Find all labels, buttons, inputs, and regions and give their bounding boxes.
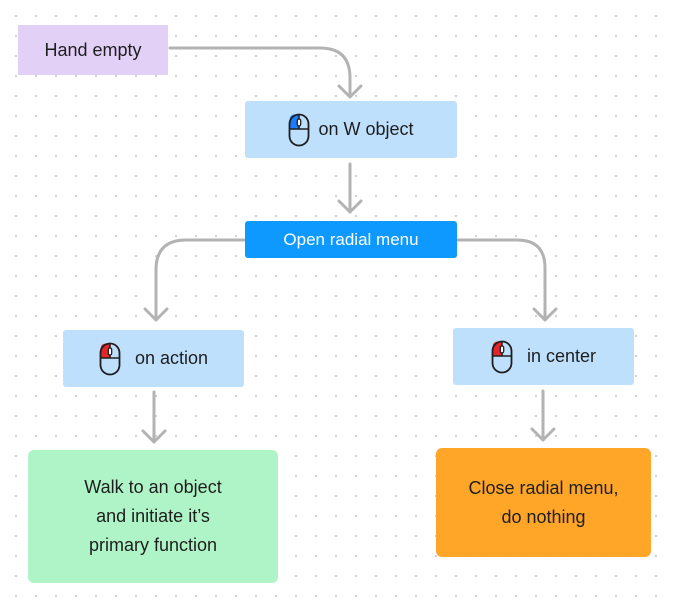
node-text: Close radial menu, do nothing [468,477,619,527]
walk-to-object-node: Walk to an object and initiate it’s prim… [28,450,278,583]
node-label: in center [526,346,597,367]
node-label: Hand empty [44,39,142,60]
arrowhead [141,429,167,444]
edge-open-radial-menu-to-in-center [456,238,547,322]
node-label: on W object [318,119,414,140]
mouse-left-click-icon [99,342,121,375]
node-label: Open radial menu [283,229,419,249]
open-radial-menu-node: Open radial menu [245,221,457,258]
node-label: on action [134,348,209,369]
on-action-node: on action [63,330,244,387]
edge-hand-empty-to-on-w-object [168,46,352,98]
arrowhead [530,427,556,442]
arrowhead [337,84,363,99]
in-center-node: in center [453,328,634,385]
edge-open-radial-menu-to-on-action [154,238,246,322]
mouse-left-click-icon [289,113,310,146]
hand-empty-node: Hand empty [18,25,168,75]
node-text: Walk to an object and initiate it’s prim… [84,477,222,555]
arrowhead [337,199,363,214]
close-radial-menu-node: Close radial menu, do nothing [436,448,651,557]
arrowhead [143,307,169,322]
mouse-left-click-icon [491,340,513,373]
on-w-object-node: on W object [245,101,457,158]
arrowhead [532,307,558,322]
